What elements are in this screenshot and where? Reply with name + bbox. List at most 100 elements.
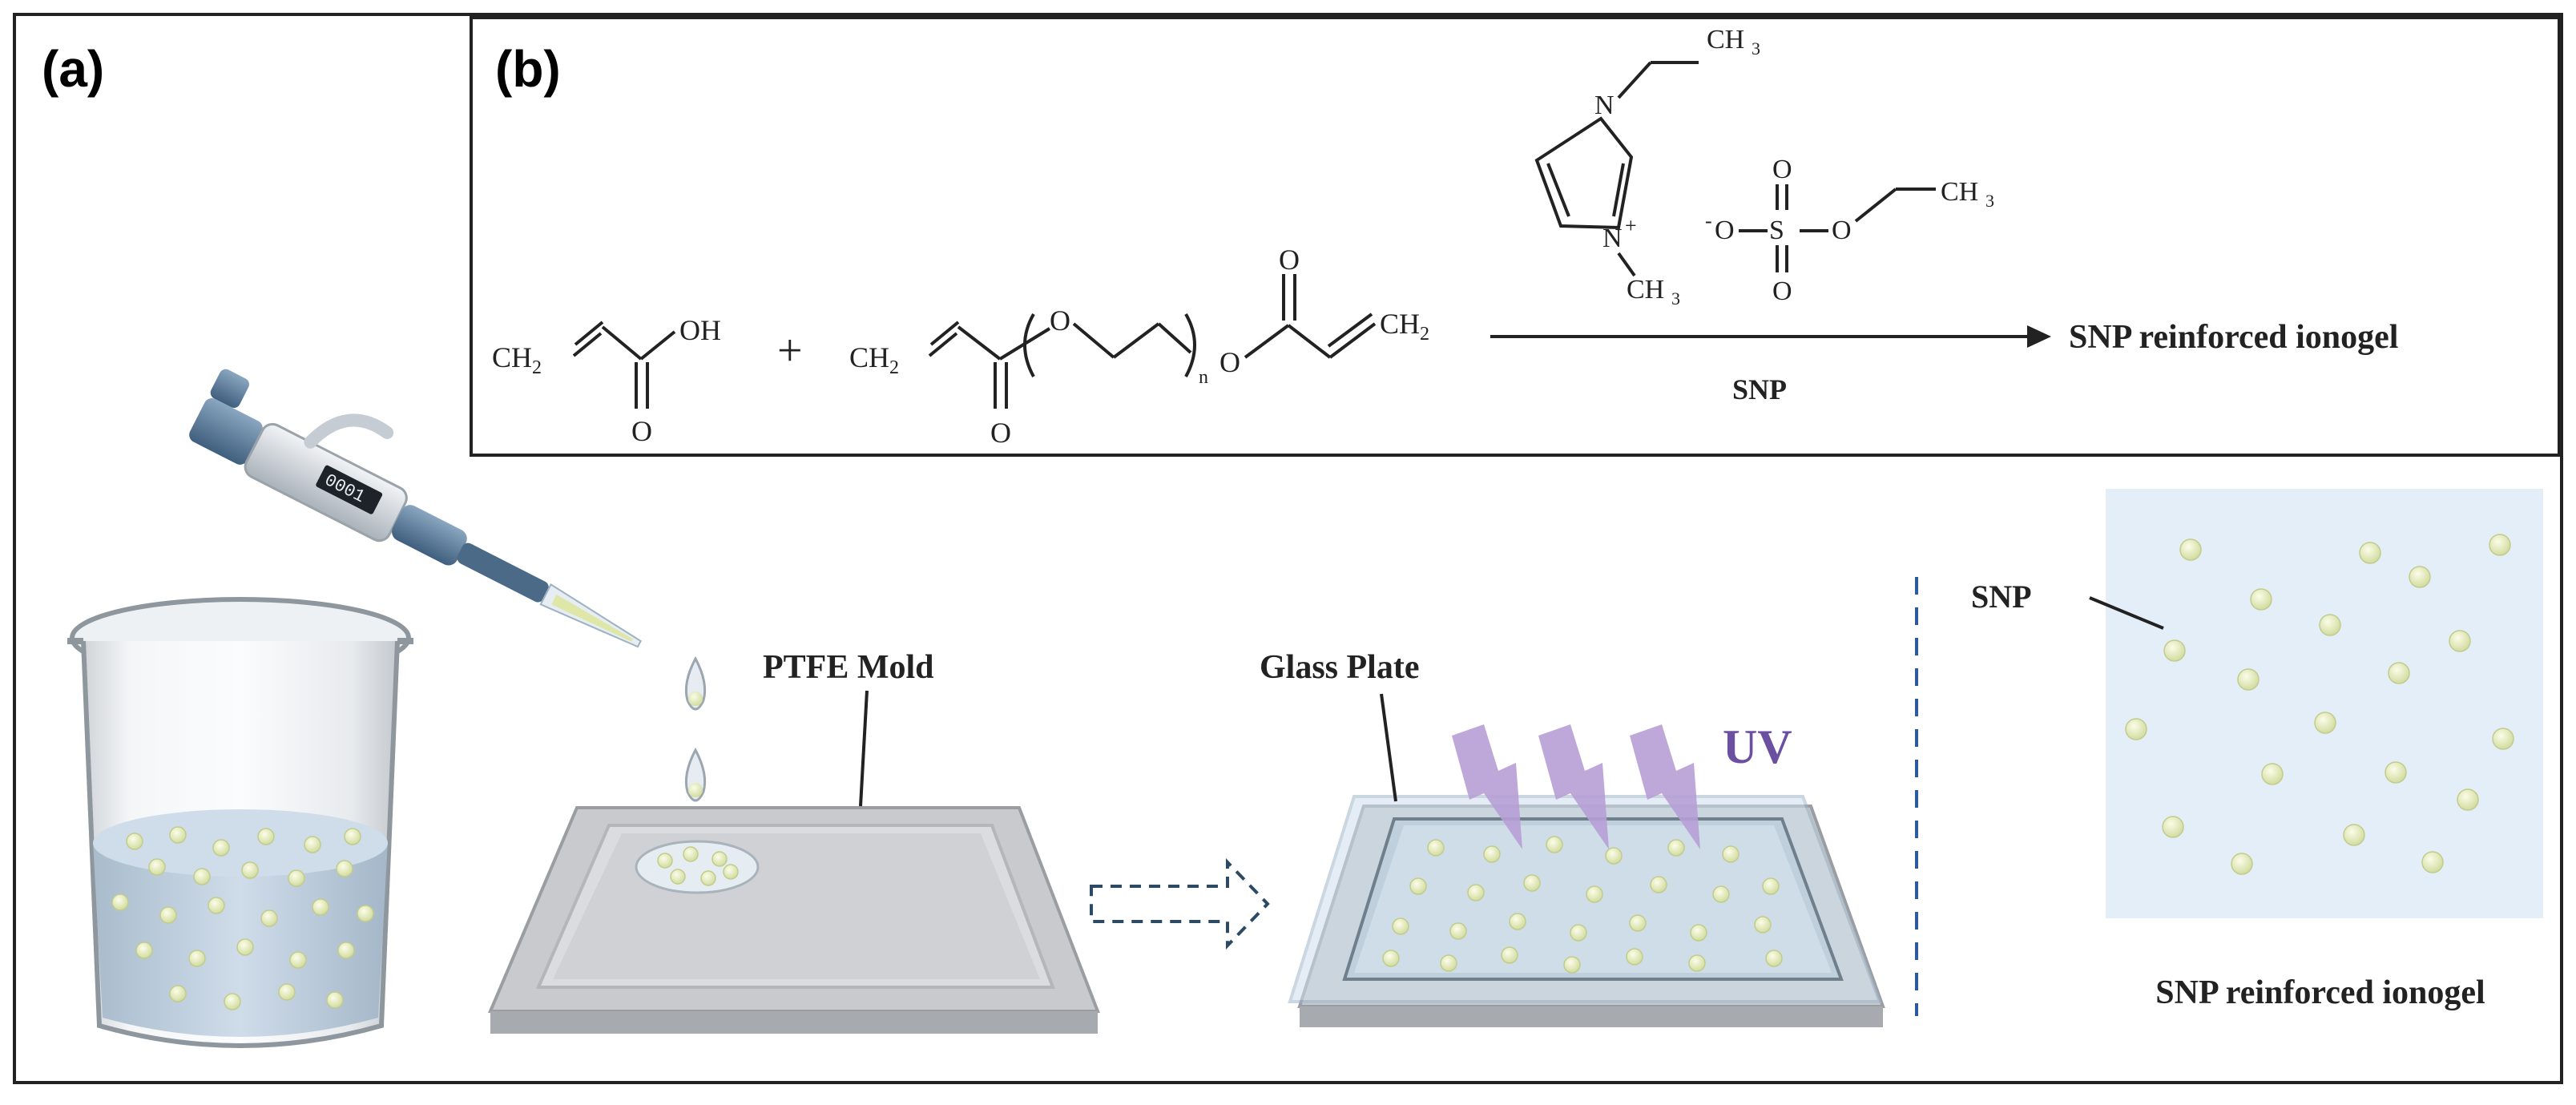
particle — [700, 870, 716, 886]
pegda-structure: CH2 O O n O O CH2 — [849, 244, 1429, 449]
acrylic-acid-structure: CH2 OH O — [492, 314, 721, 447]
particle — [212, 839, 230, 857]
svg-text:O: O — [1715, 216, 1735, 245]
svg-text:CH: CH — [1627, 275, 1664, 304]
plate-particles — [1382, 836, 1783, 974]
svg-text:n: n — [1199, 367, 1208, 388]
particle — [135, 942, 153, 959]
particle — [193, 868, 211, 885]
particle — [169, 826, 187, 844]
particle — [2489, 534, 2511, 556]
svg-text:OH: OH — [679, 314, 721, 346]
particle — [2237, 668, 2260, 691]
svg-text:CH2: CH2 — [1380, 308, 1429, 345]
svg-text:O: O — [1772, 276, 1792, 306]
particle — [224, 993, 241, 1010]
particle — [288, 869, 305, 887]
particle — [1409, 877, 1427, 895]
particle — [2250, 588, 2272, 611]
svg-text:O: O — [631, 415, 652, 447]
particle — [344, 828, 361, 845]
particle — [278, 983, 296, 1001]
svg-text:+: + — [1625, 214, 1637, 237]
particle — [2261, 763, 2284, 785]
particle — [1722, 845, 1740, 863]
particle — [169, 985, 187, 1002]
particle — [1712, 885, 1730, 903]
ptfe-mold-leader — [859, 690, 869, 807]
particle — [1440, 954, 1457, 972]
particle — [1688, 954, 1706, 972]
particle — [1626, 948, 1643, 966]
particle — [2343, 824, 2365, 846]
particle — [126, 833, 143, 850]
svg-text:CH2: CH2 — [492, 341, 542, 378]
particle — [2388, 662, 2410, 684]
particle — [1546, 836, 1563, 853]
particle — [712, 851, 728, 867]
particle — [1586, 885, 1603, 903]
particle — [337, 942, 355, 959]
snp-label: SNP — [1971, 579, 2032, 615]
particle — [1765, 950, 1783, 967]
ionogel-result-square — [2106, 489, 2543, 918]
particle — [2125, 718, 2147, 740]
particle — [723, 864, 739, 880]
panel-b-label: (b) — [495, 40, 561, 98]
svg-text:CH: CH — [1707, 25, 1744, 54]
svg-text:O: O — [1832, 216, 1852, 245]
particle — [1690, 924, 1707, 942]
particle — [670, 869, 686, 885]
svg-text:CH: CH — [1941, 177, 1978, 207]
svg-text:CH2: CH2 — [849, 341, 899, 378]
svg-text:N: N — [1594, 91, 1615, 120]
particle — [1449, 922, 1467, 940]
particle — [1667, 839, 1685, 857]
svg-text:S: S — [1769, 216, 1784, 245]
particle — [1509, 913, 1526, 930]
ionogel-particles — [2125, 534, 2514, 875]
particle — [2492, 728, 2514, 750]
particle — [111, 893, 129, 911]
particle — [2163, 639, 2186, 662]
particle — [1427, 839, 1445, 857]
particle — [357, 905, 374, 922]
reaction-product-label: SNP reinforced ionogel — [2069, 319, 2398, 356]
reaction-arrow-label: SNP — [1732, 373, 1787, 405]
particle — [1501, 946, 1518, 964]
uv-label: UV — [1723, 720, 1792, 773]
panel-a-label: (a) — [42, 40, 104, 98]
particle — [260, 909, 278, 927]
particle — [188, 950, 206, 967]
ionogel-result-label: SNP reinforced ionogel — [2155, 974, 2485, 1011]
particle — [2449, 630, 2471, 652]
panel-b-box — [470, 16, 2561, 457]
beaker-particles — [111, 826, 374, 1010]
particle — [208, 897, 225, 914]
particle — [2409, 566, 2431, 588]
ionic-liquid-cation: N N + CH 3 CH 3 — [1534, 25, 1760, 309]
particle — [312, 898, 329, 916]
particle — [1605, 847, 1623, 865]
particle — [1382, 950, 1400, 967]
process-arrow-dashed — [1090, 858, 1270, 950]
svg-text:O: O — [990, 417, 1011, 449]
glass-plate-label: Glass Plate — [1260, 649, 1419, 686]
svg-text:O: O — [1219, 346, 1240, 378]
figure-outer-border — [13, 13, 2563, 1084]
particle — [1392, 917, 1409, 935]
ptfe-mold — [487, 806, 1100, 1034]
svg-text:O: O — [1279, 244, 1300, 276]
particle — [2314, 712, 2336, 734]
particle — [304, 836, 321, 853]
particle — [657, 853, 673, 869]
svg-text:O: O — [1772, 155, 1792, 184]
glass-plate-assembly — [1288, 795, 1885, 1027]
svg-text:-: - — [1705, 209, 1712, 232]
particle — [289, 951, 307, 969]
particle — [241, 861, 259, 879]
pipette: 0001 — [189, 369, 642, 648]
uv-bolts — [1452, 724, 1700, 849]
beaker — [67, 597, 413, 1048]
